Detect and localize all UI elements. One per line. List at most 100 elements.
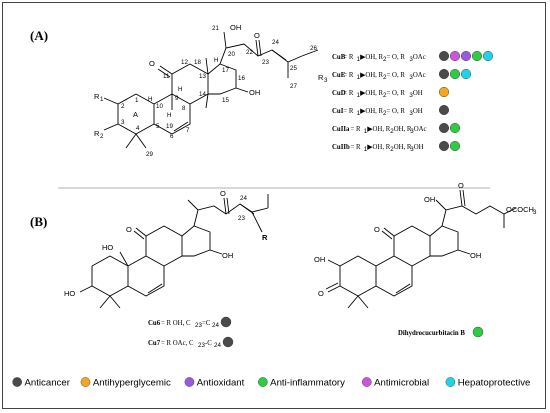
legend-item: Antimicrobial [362,377,429,389]
activity-dot [439,104,450,115]
legend-dot [445,377,456,387]
svg-text:3: 3 [410,128,414,135]
svg-text:O: O [220,189,226,198]
svg-text:H: H [148,96,152,103]
svg-text:3: 3 [533,209,537,216]
svg-text:2: 2 [383,56,387,63]
cu6-line: Cu6 = R OH, C 23 =C 24 [148,316,232,329]
svg-text:CuI: CuI [332,108,344,115]
svg-text:OH: OH [222,251,233,260]
dihydro-caption: Dihydrocucurbitacin B [398,326,484,338]
svg-text:HO: HO [64,289,75,298]
svg-text:3: 3 [409,92,413,99]
svg-text:= O, R: = O, R [387,54,406,61]
legend-label: Antimicrobial [374,378,429,389]
svg-text:29: 29 [146,151,153,158]
svg-text:OCOCH: OCOCH [506,205,534,214]
svg-text:R: R [262,233,268,242]
dihydrocucurbitacin-b-label: Dihydrocucurbitacin B [398,330,465,337]
svg-text:24: 24 [272,39,279,46]
svg-text:20: 20 [228,51,235,58]
svg-text:OH, R: OH, R [394,144,412,151]
svg-text:19: 19 [166,123,173,130]
svg-text:10: 10 [156,103,163,110]
legend-label: Antihyperglycemic [93,378,171,389]
activity-dot [439,68,450,79]
legend-label: Hepatoprotective [458,378,531,389]
svg-text:5: 5 [156,123,160,130]
svg-text:18: 18 [194,59,201,66]
svg-text:= R OAc, C: = R OAc, C [161,340,194,347]
svg-text:15: 15 [222,97,229,104]
svg-text:2: 2 [390,146,394,153]
ring-a-label: A [133,110,138,119]
legend-item: Anti-inflammatory [258,377,345,389]
legend-label: Antioxidant [197,378,245,389]
svg-text:-C: -C [205,340,212,347]
svg-text:2: 2 [390,128,394,135]
activity-dot [439,140,450,151]
svg-text:1: 1 [357,56,361,63]
svg-text:1: 1 [357,92,361,99]
svg-text:▶OH, R: ▶OH, R [360,54,383,61]
legend-label: Anti-inflammatory [270,378,345,389]
svg-text:6: 6 [170,133,174,140]
panel-b-label: (B) [30,214,47,229]
panel-b-right-labels: OH O OCOCH 3 O OH OH O [314,181,537,298]
svg-text:▶OH, R: ▶OH, R [360,72,383,79]
oh20-label: OH [230,23,241,32]
activity-dot [439,86,450,97]
svg-text:= R: = R [351,144,362,151]
svg-text:OH: OH [413,108,423,115]
activity-dot [450,122,461,133]
svg-text:CuD: CuD [332,90,346,97]
panel-b-left-labels: O HO O OH HO R 24 23 [64,189,268,298]
svg-text:24: 24 [240,195,247,202]
svg-text:24: 24 [212,322,219,329]
r1-label: R [94,92,100,101]
svg-text:17: 17 [222,67,229,74]
svg-text:CuB: CuB [332,54,346,61]
svg-text:Cu6: Cu6 [148,320,161,327]
svg-text:=C: =C [202,320,211,327]
svg-text:14: 14 [199,91,206,98]
svg-text:1: 1 [364,146,368,153]
svg-text:1: 1 [357,74,361,81]
o22-label: O [254,31,260,40]
activity-dot [439,122,450,133]
svg-text:OAc: OAc [413,54,426,61]
svg-text:23: 23 [198,342,205,349]
cu7-line: Cu7 = R OAc, C 23 -C 24 [148,336,234,349]
legend-dot [12,377,22,387]
svg-text:23: 23 [195,322,202,329]
svg-text:O: O [318,289,324,298]
svg-text:OH, R: OH, R [394,126,412,133]
legend-dot [362,377,372,387]
svg-text:= O, R: = O, R [387,90,406,97]
svg-text:▶OH, R: ▶OH, R [367,144,390,151]
svg-text:8: 8 [182,105,186,112]
r2-label: R [94,129,100,138]
svg-text:O: O [374,225,380,234]
legend-item: Hepatoprotective [445,377,531,389]
anticancer-dot [220,316,232,328]
activity-dot [450,68,461,79]
activity-dot [461,51,472,62]
svg-text:2: 2 [383,74,387,81]
svg-text:24: 24 [214,342,221,349]
legend-item: Antioxidant [184,377,245,389]
svg-text:▶OH, R: ▶OH, R [367,126,390,133]
legend-dot [80,377,91,387]
svg-text:7: 7 [186,127,190,134]
svg-text:27: 27 [290,83,297,90]
svg-text:3: 3 [409,110,413,117]
activity-dot [483,51,494,62]
panel-a-numbering: 1 2 3 4 5 6 7 8 9 10 11 12 13 14 15 16 1… [121,25,317,158]
svg-text:1: 1 [135,97,139,104]
svg-text:= R OH, C: = R OH, C [161,320,191,327]
svg-text:HO: HO [102,243,113,252]
